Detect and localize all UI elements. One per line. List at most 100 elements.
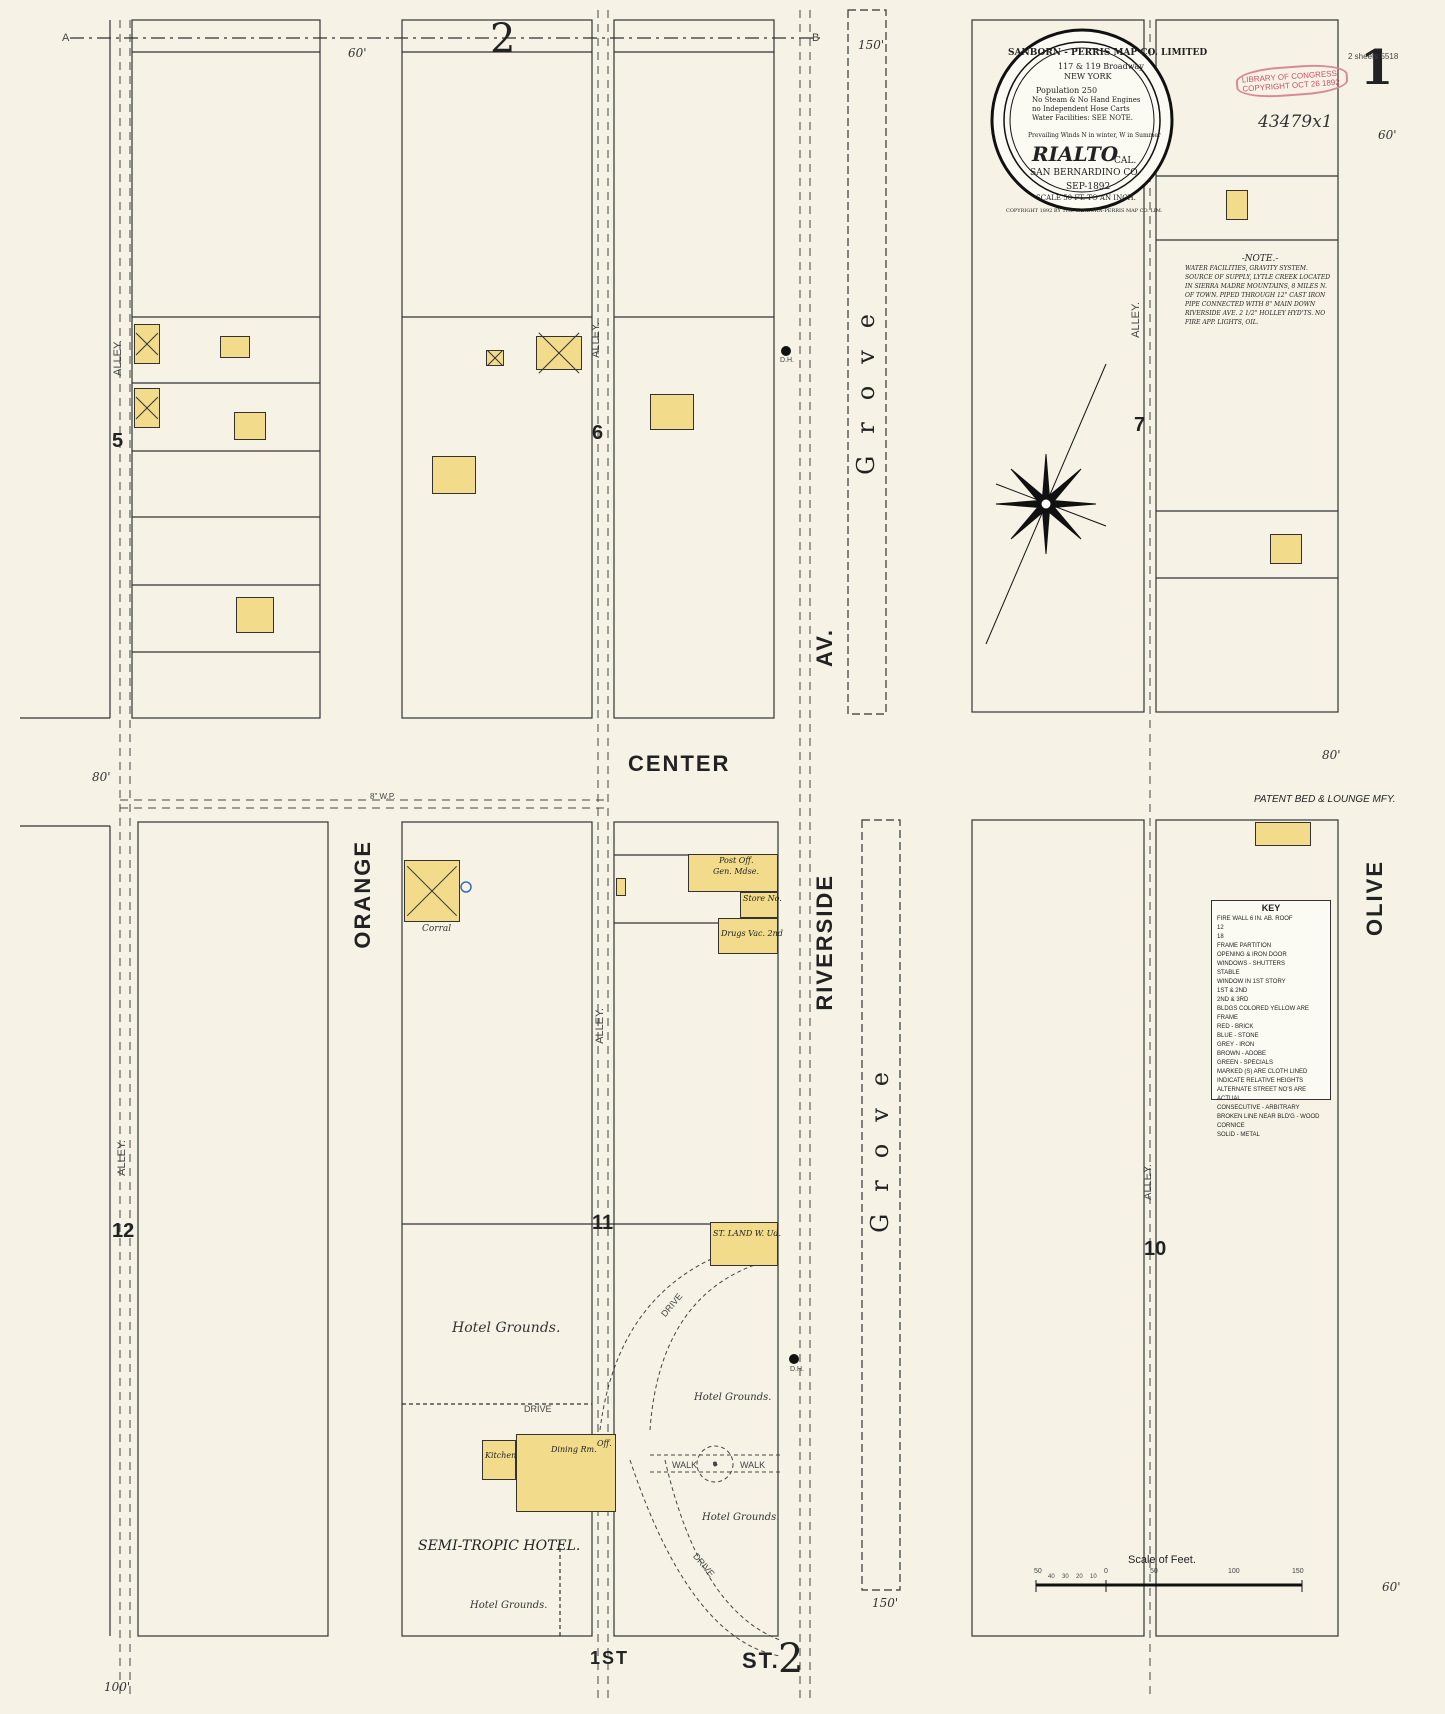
sheet-top-numeral: 2 xyxy=(490,16,516,62)
building: Drugs Vac. 2nd xyxy=(718,918,783,954)
gen-mdse-label: Gen. Mdse. xyxy=(713,867,760,876)
key-row: FIRE WALL 6 IN. AB. ROOF xyxy=(1217,916,1293,922)
dimension-label: 60' xyxy=(1382,1580,1401,1594)
key-row: STABLE xyxy=(1217,970,1240,976)
alley-label: ALLEY. xyxy=(590,322,602,358)
note-text: WATER FACILITIES, GRAVITY SYSTEM. SOURCE… xyxy=(1185,265,1331,326)
scale-tick: 50 xyxy=(1034,1568,1042,1575)
building xyxy=(536,336,582,370)
office-label: Off. xyxy=(597,1439,612,1448)
grove-parkway-south xyxy=(861,819,901,1591)
key-row: INDICATE RELATIVE HEIGHTS xyxy=(1217,1078,1304,1084)
key-row: GREEN - SPECIALS xyxy=(1217,1060,1274,1066)
key-title: KEY xyxy=(1261,903,1281,913)
key-row: OPENING & IRON DOOR xyxy=(1217,952,1287,958)
street-label-olive: OLIVE xyxy=(1362,860,1387,937)
street-label-orange: ORANGE xyxy=(350,840,375,949)
dimension-label: 80' xyxy=(92,770,111,784)
alley-label: ALLEY. xyxy=(116,1140,128,1176)
alley-label: ALLEY. xyxy=(112,340,124,376)
building xyxy=(616,878,626,896)
building xyxy=(1255,822,1311,846)
key-row: 2ND & 3RD xyxy=(1217,997,1249,1003)
key-row: BLDGS COLORED YELLOW ARE FRAME xyxy=(1217,1006,1309,1021)
key-row: 12 xyxy=(1217,925,1224,931)
building xyxy=(134,388,160,428)
water-tank xyxy=(460,881,472,893)
key-row: BLUE - STONE xyxy=(1217,1033,1259,1039)
hotel-building: Dining Rm. Off. xyxy=(516,1434,616,1512)
key-row: GREY - IRON xyxy=(1217,1042,1255,1048)
water-note: -NOTE.- WATER FACILITIES, GRAVITY SYSTEM… xyxy=(1185,255,1335,327)
block-5-outline xyxy=(131,19,321,719)
dimension-label: 60' xyxy=(348,46,367,60)
block-number: 12 xyxy=(112,1220,135,1242)
dining-room-label: Dining Rm. xyxy=(551,1445,597,1454)
hotel-grounds-label: Hotel Grounds. xyxy=(470,1600,548,1611)
dimension-label: 150' xyxy=(872,1596,899,1610)
walk-label: WALK xyxy=(672,1460,698,1470)
key-row: 18 xyxy=(1217,934,1224,940)
block-number: 5 xyxy=(112,430,124,452)
compass-rose xyxy=(985,363,1107,645)
map-key: KEY FIRE WALL 6 IN. AB. ROOF 12 18 FRAME… xyxy=(1211,900,1331,1138)
store-label: Store No. xyxy=(743,894,782,903)
block-6-west-outline xyxy=(401,19,593,719)
key-row: ALTERNATE STREET NO'S ARE ACTUAL xyxy=(1217,1087,1307,1102)
walk-label: WALK xyxy=(740,1460,766,1470)
alley-label: ALLEY. xyxy=(1130,302,1142,338)
block-number: 11 xyxy=(592,1212,614,1234)
accession-number: 43479x1 xyxy=(1258,112,1333,132)
note-title: -NOTE.- xyxy=(1241,254,1279,264)
building xyxy=(234,412,266,440)
seal-state: CAL. xyxy=(1114,156,1137,166)
hotel-grounds-label: Hotel Grounds. xyxy=(694,1392,772,1403)
title-seal xyxy=(990,28,1174,212)
dimension-label: 80' xyxy=(1322,748,1341,762)
street-label-grove-south: Grove xyxy=(866,1050,894,1233)
alley-label: ALLEY. xyxy=(594,1008,606,1044)
street-label-st: ST. xyxy=(742,1648,780,1673)
sheet-bottom-numeral: 2 xyxy=(778,1636,804,1682)
seal-hose: no Independent Hose Carts xyxy=(1032,105,1130,113)
block-number: 10 xyxy=(1144,1238,1167,1260)
key-row: BROWN - ADOBE xyxy=(1217,1051,1267,1057)
seal-address: 117 & 119 Broadway xyxy=(1058,62,1144,71)
block-7-east-outline xyxy=(1155,19,1339,713)
seal-winds: Prevailing Winds N in winter, W in Summe… xyxy=(1028,132,1161,139)
block-12-outline xyxy=(137,821,329,1637)
block-11-east-outline xyxy=(613,821,779,1637)
building xyxy=(432,456,476,494)
seal-scale: SCALE 50 FT. TO AN INCH. xyxy=(1036,194,1136,202)
block-number: 6 xyxy=(592,422,604,444)
building: Post Off. Gen. Mdse. xyxy=(688,854,778,892)
building xyxy=(650,394,694,430)
street-label-av: AV. xyxy=(812,628,837,668)
patent-bed-label: PATENT BED & LOUNGE MFY. xyxy=(1254,794,1396,805)
st-land-label: ST. LAND W. Ud. xyxy=(713,1229,782,1238)
seal-date: SEP-1892 xyxy=(1066,182,1111,192)
key-row: WINDOWS - SHUTTERS xyxy=(1217,961,1285,967)
seal-water: Water Facilities: SEE NOTE. xyxy=(1032,114,1133,122)
scale-tick: 30 xyxy=(1062,1574,1069,1580)
scale-bar-title: Scale of Feet. xyxy=(1128,1554,1196,1566)
seal-engines: No Steam & No Hand Engines xyxy=(1032,96,1141,104)
drive-label: DRIVE xyxy=(524,1404,552,1414)
dimension-label: 60' xyxy=(1378,128,1397,142)
kitchen-building: Kitchen xyxy=(482,1440,516,1480)
hotel-grounds-label: Hotel Grounds. xyxy=(452,1320,561,1336)
scale-tick: 40 xyxy=(1048,1574,1055,1580)
hydrant-label: D.H. xyxy=(790,1366,804,1373)
scale-tick: 0 xyxy=(1104,1568,1108,1575)
corral-label: Corral xyxy=(422,924,452,934)
building xyxy=(134,324,160,364)
building xyxy=(1226,190,1248,220)
drugs-label: Drugs Vac. 2nd xyxy=(721,929,783,938)
seal-county: SAN BERNARDINO CO. xyxy=(1030,168,1140,178)
street-label-riverside: RIVERSIDE xyxy=(812,874,837,1011)
grid-letter-a: A xyxy=(62,32,70,44)
kitchen-label: Kitchen xyxy=(485,1451,517,1460)
semi-tropic-hotel-label: SEMI-TROPIC HOTEL. xyxy=(418,1538,581,1554)
hydrant-label: D.H. xyxy=(780,357,794,364)
